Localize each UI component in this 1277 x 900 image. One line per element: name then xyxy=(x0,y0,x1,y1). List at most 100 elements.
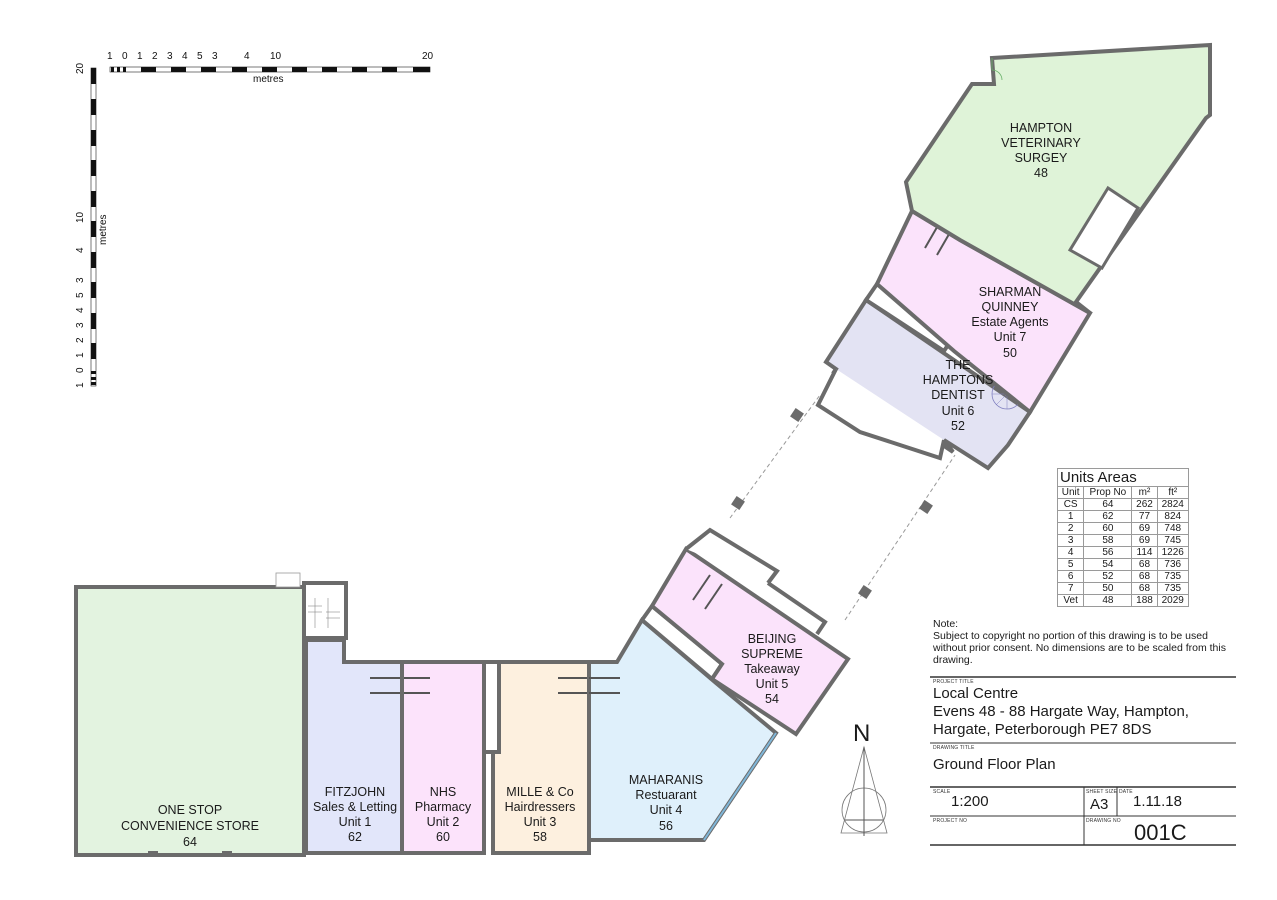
svg-text:Unit 1: Unit 1 xyxy=(339,815,372,829)
vertical-scale-bar xyxy=(90,67,97,387)
svg-text:4: 4 xyxy=(75,247,86,253)
open-undercroft xyxy=(729,394,956,621)
svg-text:48: 48 xyxy=(1034,166,1048,180)
project-title-line-3: Hargate, Peterborough PE7 8DS xyxy=(933,721,1152,738)
svg-text:5: 5 xyxy=(75,292,86,298)
svg-text:64: 64 xyxy=(183,835,197,849)
units-areas-title: Units Areas xyxy=(1057,468,1189,486)
unit-5-beijing-supreme xyxy=(649,527,851,737)
date-label: DATE xyxy=(1119,789,1133,795)
drawing-no-value: 001C xyxy=(1134,820,1187,845)
svg-text:Sales & Letting: Sales & Letting xyxy=(313,800,397,814)
svg-text:Hairdressers: Hairdressers xyxy=(505,800,576,814)
svg-text:Estate Agents: Estate Agents xyxy=(971,315,1048,329)
svg-text:Restuarant: Restuarant xyxy=(635,788,697,802)
svg-text:52: 52 xyxy=(951,419,965,433)
svg-text:3: 3 xyxy=(75,277,86,283)
svg-text:3: 3 xyxy=(75,322,86,328)
svg-text:NHS: NHS xyxy=(430,785,456,799)
svg-text:SURGEY: SURGEY xyxy=(1015,151,1068,165)
svg-text:Takeaway: Takeaway xyxy=(744,662,800,676)
svg-text:DENTIST: DENTIST xyxy=(931,388,985,402)
drawing-title-label: DRAWING TITLE xyxy=(933,745,975,751)
unit-2-nhs-pharmacy xyxy=(400,660,486,855)
svg-text:1: 1 xyxy=(75,352,86,358)
svg-text:CONVENIENCE STORE: CONVENIENCE STORE xyxy=(121,819,259,833)
svg-text:62: 62 xyxy=(348,830,362,844)
svg-text:54: 54 xyxy=(765,692,779,706)
svg-text:0: 0 xyxy=(75,367,86,373)
stair-core-1 xyxy=(302,581,348,640)
svg-text:MAHARANIS: MAHARANIS xyxy=(629,773,703,787)
svg-text:50: 50 xyxy=(1003,346,1017,360)
sheet-size-value: A3 xyxy=(1090,796,1109,813)
svg-text:58: 58 xyxy=(533,830,547,844)
svg-text:3: 3 xyxy=(167,51,173,62)
project-no-label: PROJECT NO xyxy=(933,818,968,824)
svg-text:Unit 4: Unit 4 xyxy=(650,803,683,817)
svg-text:Unit 3: Unit 3 xyxy=(524,815,557,829)
svg-text:0: 0 xyxy=(122,51,128,62)
svg-text:MILLE & Co: MILLE & Co xyxy=(506,785,573,799)
svg-text:Unit 5: Unit 5 xyxy=(756,677,789,691)
svg-text:HAMPTONS: HAMPTONS xyxy=(923,373,994,387)
unit-6-hamptons-dentist xyxy=(815,297,1033,471)
drawing-title: Ground Floor Plan xyxy=(933,756,1056,773)
svg-text:1: 1 xyxy=(137,51,143,62)
svg-text:Unit 2: Unit 2 xyxy=(427,815,460,829)
svg-text:Unit 7: Unit 7 xyxy=(994,330,1027,344)
svg-text:56: 56 xyxy=(659,819,673,833)
scale-unit-label: metres xyxy=(253,74,284,85)
svg-text:SUPREME: SUPREME xyxy=(741,647,803,661)
svg-text:Pharmacy: Pharmacy xyxy=(415,800,472,814)
drawing-no-label: DRAWING NO xyxy=(1086,818,1121,824)
note-heading: Note: xyxy=(933,618,959,630)
unit-vet-hampton-veterinary xyxy=(903,42,1212,315)
project-title-line-1: Local Centre xyxy=(933,685,1019,702)
svg-text:metres: metres xyxy=(98,214,109,245)
svg-text:BEIJING: BEIJING xyxy=(748,632,797,646)
copyright-note: Note: Subject to copyright no portion of… xyxy=(933,618,1233,666)
svg-text:FITZJOHN: FITZJOHN xyxy=(325,785,385,799)
svg-text:VETERINARY: VETERINARY xyxy=(1001,136,1081,150)
horizontal-scale-bar xyxy=(109,66,431,73)
date-value: 1.11.18 xyxy=(1133,793,1182,810)
scale-value: 1:200 xyxy=(951,793,989,810)
svg-text:THE: THE xyxy=(946,358,971,372)
svg-text:60: 60 xyxy=(436,830,450,844)
svg-text:5: 5 xyxy=(197,51,203,62)
sheet-size-label: SHEET SIZE xyxy=(1086,789,1118,795)
project-title-label: PROJECT TITLE xyxy=(933,679,974,685)
scale-label: SCALE xyxy=(933,789,951,795)
svg-text:2: 2 xyxy=(75,337,86,343)
north-arrow-icon xyxy=(840,745,888,836)
north-label: N xyxy=(853,720,871,747)
svg-text:4: 4 xyxy=(182,51,188,62)
svg-text:HAMPTON: HAMPTON xyxy=(1010,121,1072,135)
unit-4-maharanis xyxy=(587,616,779,842)
svg-text:SHARMAN: SHARMAN xyxy=(979,285,1042,299)
project-title-line-2: Evens 48 - 88 Hargate Way, Hampton, xyxy=(933,703,1189,720)
svg-text:4: 4 xyxy=(244,51,250,62)
svg-text:2: 2 xyxy=(152,51,158,62)
unit-convenience-store xyxy=(74,572,306,857)
label-cs-1: ONE STOP xyxy=(158,803,222,817)
table-header-row: Unit Prop No m² ft² xyxy=(1056,486,1190,499)
svg-text:20: 20 xyxy=(75,62,86,74)
svg-text:3: 3 xyxy=(212,51,218,62)
svg-text:20: 20 xyxy=(422,51,434,62)
svg-text:10: 10 xyxy=(75,211,86,223)
svg-text:10: 10 xyxy=(270,51,282,62)
note-body: Subject to copyright no portion of this … xyxy=(933,630,1226,666)
stair-core-2 xyxy=(482,660,501,754)
